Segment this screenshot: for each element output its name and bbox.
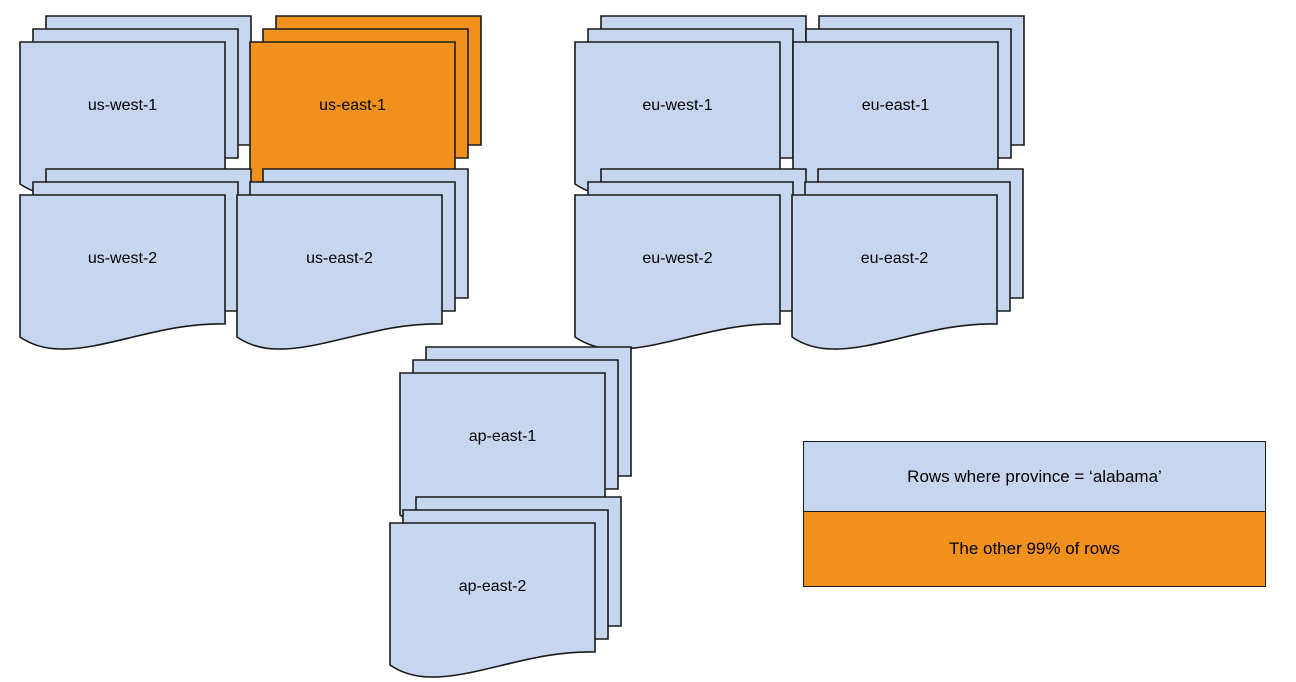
document-stack-shape [249,15,482,197]
stack-sheet-front [389,522,596,678]
document-stack-shape [574,15,807,197]
region-stack-ap-east-2[interactable]: ap-east-2 [388,495,625,682]
document-stack-shape [389,496,622,678]
legend: Rows where province = ‘alabama’ The other… [803,441,1266,587]
region-stack-us-east-1[interactable]: us-east-1 [248,14,485,201]
stack-sheet-front [574,194,781,350]
legend-row-legend-blue: Rows where province = ‘alabama’ [803,441,1266,512]
document-stack-shape [19,168,252,350]
legend-label-legend-blue: Rows where province = ‘alabama’ [907,466,1162,486]
stack-sheet-front [236,194,443,350]
region-stack-us-west-2[interactable]: us-west-2 [18,167,255,354]
region-stack-eu-east-2[interactable]: eu-east-2 [790,167,1027,354]
document-stack-shape [791,168,1024,350]
stack-sheet-front [19,194,226,350]
document-stack-shape [19,15,252,197]
legend-label-legend-orange: The other 99% of rows [948,539,1121,558]
document-stack-shape [792,15,1025,197]
region-stack-eu-west-2[interactable]: eu-west-2 [573,167,810,354]
region-stack-us-west-1[interactable]: us-west-1 [18,14,255,201]
legend-row-legend-orange: The other 99% of rows [803,512,1266,587]
document-stack-shape [574,168,807,350]
region-stack-us-east-2[interactable]: us-east-2 [235,167,472,354]
region-stack-eu-west-1[interactable]: eu-west-1 [573,14,810,201]
document-stack-shape [236,168,469,350]
stack-sheet-front [791,194,998,350]
